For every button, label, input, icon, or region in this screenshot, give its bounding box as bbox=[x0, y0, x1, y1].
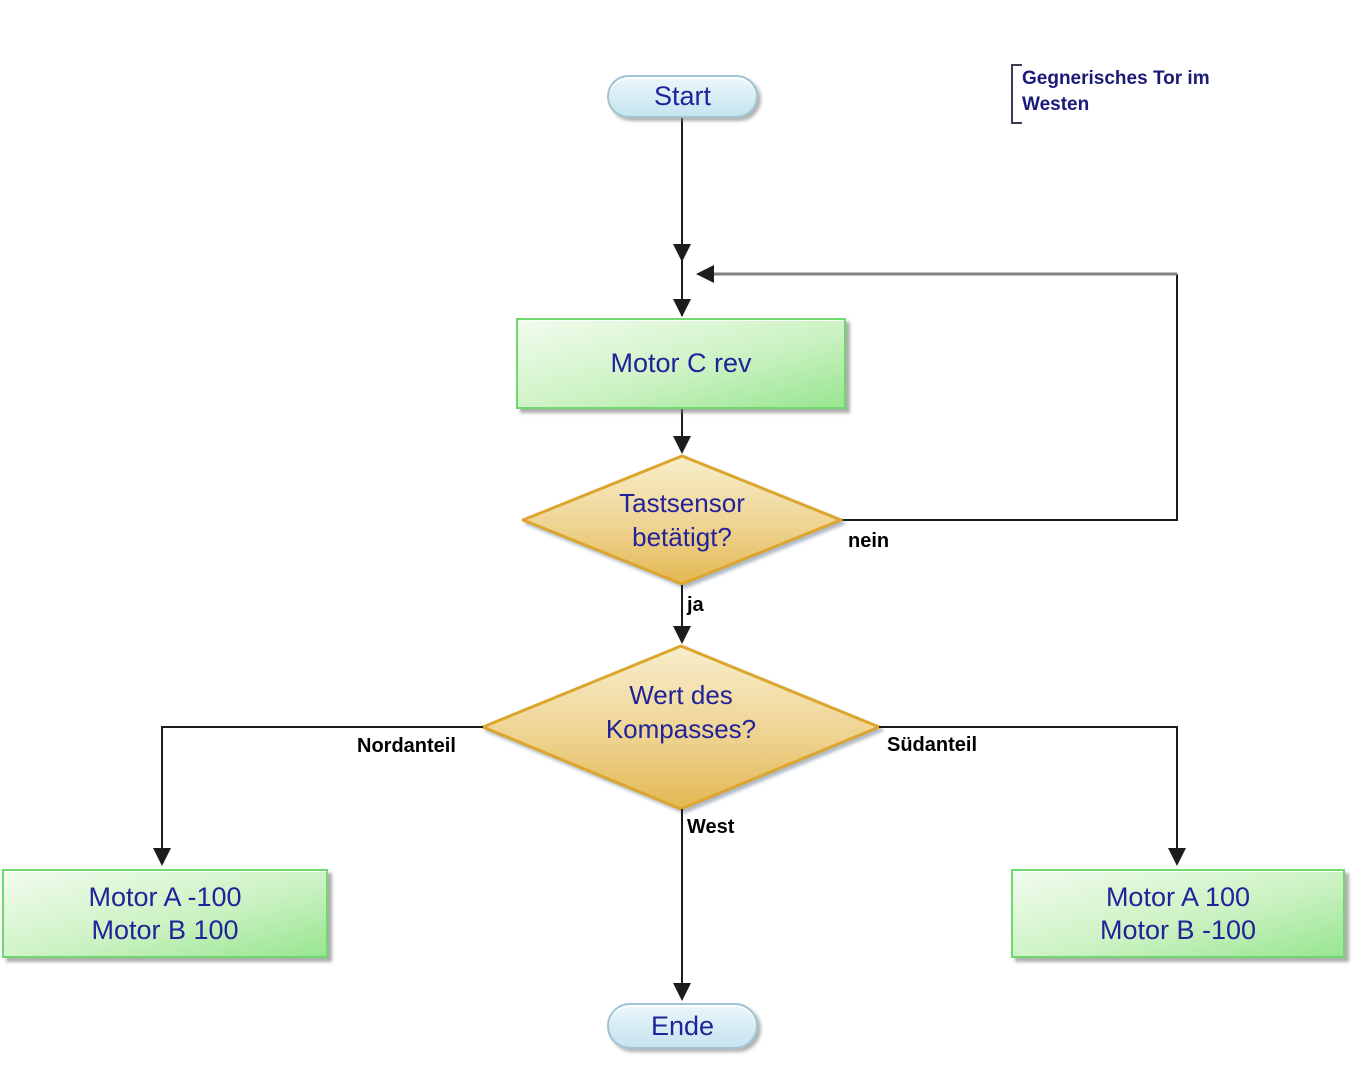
arrowhead-into-motor bbox=[673, 299, 691, 317]
edge-label-suedanteil: Südanteil bbox=[887, 734, 978, 756]
annotation-text: Gegnerisches Tor im Westen bbox=[1022, 66, 1210, 118]
edge-nein-loop-right bbox=[842, 274, 1178, 521]
arrowhead-into-compass bbox=[673, 626, 691, 644]
south-action-line-1: Motor A 100 bbox=[1105, 881, 1251, 912]
edge-south-branch bbox=[879, 726, 1178, 863]
arrowhead-into-end bbox=[673, 983, 691, 1001]
edge-label-ja: ja bbox=[687, 594, 704, 616]
compass-decision-line-1: Wert des bbox=[629, 680, 733, 710]
arrowhead-into-touch bbox=[673, 436, 691, 454]
north-action-line-2: Motor B 100 bbox=[91, 914, 239, 945]
edge-north-branch bbox=[161, 726, 483, 863]
decision-touch-shape[interactable] bbox=[521, 454, 843, 586]
touch-decision-label: Tastsensor betätigt? bbox=[532, 486, 832, 554]
touch-decision-line-1: Tastsensor bbox=[619, 488, 745, 518]
edge-label-nein: nein bbox=[848, 530, 890, 552]
edge-label-west: West bbox=[687, 816, 735, 838]
arrowhead-start-merge bbox=[673, 244, 691, 262]
north-action-line-1: Motor A -100 bbox=[88, 881, 242, 912]
start-label: Start bbox=[653, 81, 712, 111]
annotation-line-2: Westen bbox=[1022, 94, 1090, 115]
arrowhead-nein-loop bbox=[696, 265, 714, 283]
motor-c-node[interactable]: Motor C rev bbox=[516, 318, 846, 409]
compass-decision-line-2: Kompasses? bbox=[605, 714, 757, 744]
edge-label-nordanteil: Nordanteil bbox=[357, 735, 456, 757]
north-action-node[interactable]: Motor A -100 Motor B 100 bbox=[2, 869, 328, 958]
end-node[interactable]: Ende bbox=[607, 1003, 758, 1049]
touch-decision-line-2: betätigt? bbox=[632, 522, 732, 552]
motor-c-label: Motor C rev bbox=[610, 348, 752, 378]
compass-decision-label: Wert des Kompasses? bbox=[531, 678, 831, 746]
end-label: Ende bbox=[650, 1010, 715, 1041]
arrowhead-into-north-action bbox=[153, 848, 171, 866]
south-action-line-2: Motor B -100 bbox=[1099, 914, 1257, 945]
annotation-line-1: Gegnerisches Tor im bbox=[1022, 68, 1210, 89]
start-node[interactable]: Start bbox=[607, 75, 758, 118]
south-action-node[interactable]: Motor A 100 Motor B -100 bbox=[1011, 869, 1345, 958]
arrowhead-into-south-action bbox=[1168, 848, 1186, 866]
annotation-bracket bbox=[1011, 64, 1022, 124]
